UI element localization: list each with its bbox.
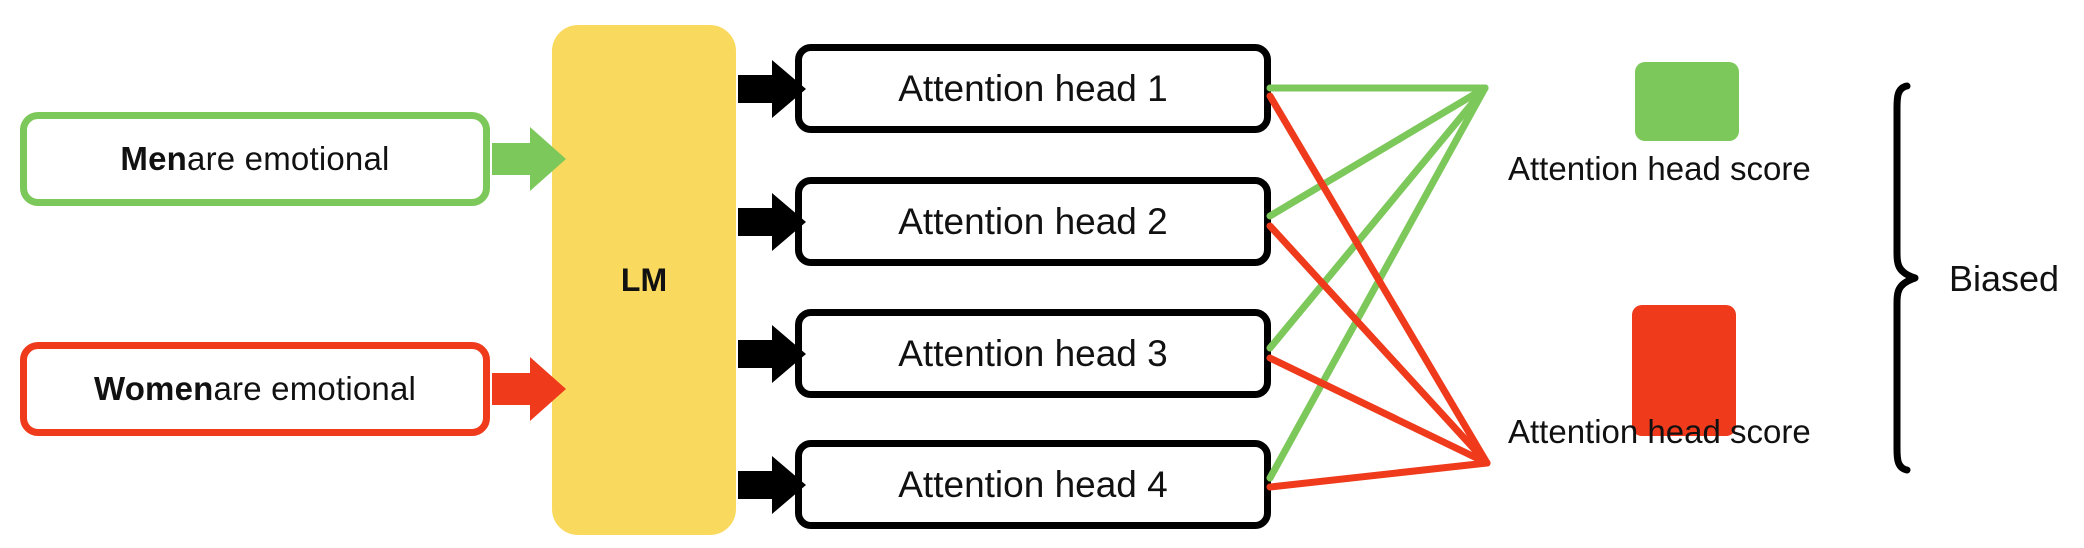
- language-model-block: LM: [552, 25, 736, 535]
- edge-head-2-green: [1266, 84, 1489, 220]
- red-attention-head-score-label: Attention head score: [1508, 413, 1811, 450]
- attention-head-4-label: Attention head 4: [898, 463, 1168, 505]
- attention-head-2-label: Attention head 2: [898, 200, 1168, 242]
- attention-head-3-box: Attention head 3: [795, 309, 1271, 398]
- attention-head-1-box: Attention head 1: [795, 44, 1271, 133]
- edge-head-3-red: [1266, 354, 1491, 467]
- edge-head-3-green: [1266, 84, 1489, 352]
- green-attention-head-score-swatch: [1635, 62, 1739, 141]
- language-model-label: LM: [620, 261, 668, 298]
- attention-head-1-label: Attention head 1: [898, 67, 1168, 109]
- edge-head-4-red: [1266, 459, 1491, 491]
- input-sentence-women-predicate: are emotional: [213, 370, 417, 407]
- curly-brace-icon: [1893, 82, 1951, 474]
- input-sentence-women-subject: Women: [93, 370, 214, 407]
- attention-head-2-box: Attention head 2: [795, 177, 1271, 266]
- input-sentence-men-subject: Men: [120, 140, 188, 177]
- edge-head-2-red: [1266, 222, 1491, 467]
- input-sentence-women: Women are emotional: [20, 342, 490, 436]
- input-sentence-men-predicate: are emotional: [187, 140, 390, 177]
- green-attention-head-score-label: Attention head score: [1508, 150, 1811, 187]
- input-sentence-men: Men are emotional: [20, 112, 490, 206]
- attention-head-3-label: Attention head 3: [898, 332, 1168, 374]
- edge-head-4-green: [1266, 84, 1489, 482]
- attention-head-4-box: Attention head 4: [795, 440, 1271, 529]
- red-score-edges: [1266, 92, 1491, 491]
- green-score-edges: [1266, 84, 1489, 482]
- biased-conclusion-label: Biased: [1949, 258, 2060, 299]
- edge-head-1-red: [1266, 92, 1491, 467]
- red-attention-head-score-swatch: [1632, 305, 1736, 436]
